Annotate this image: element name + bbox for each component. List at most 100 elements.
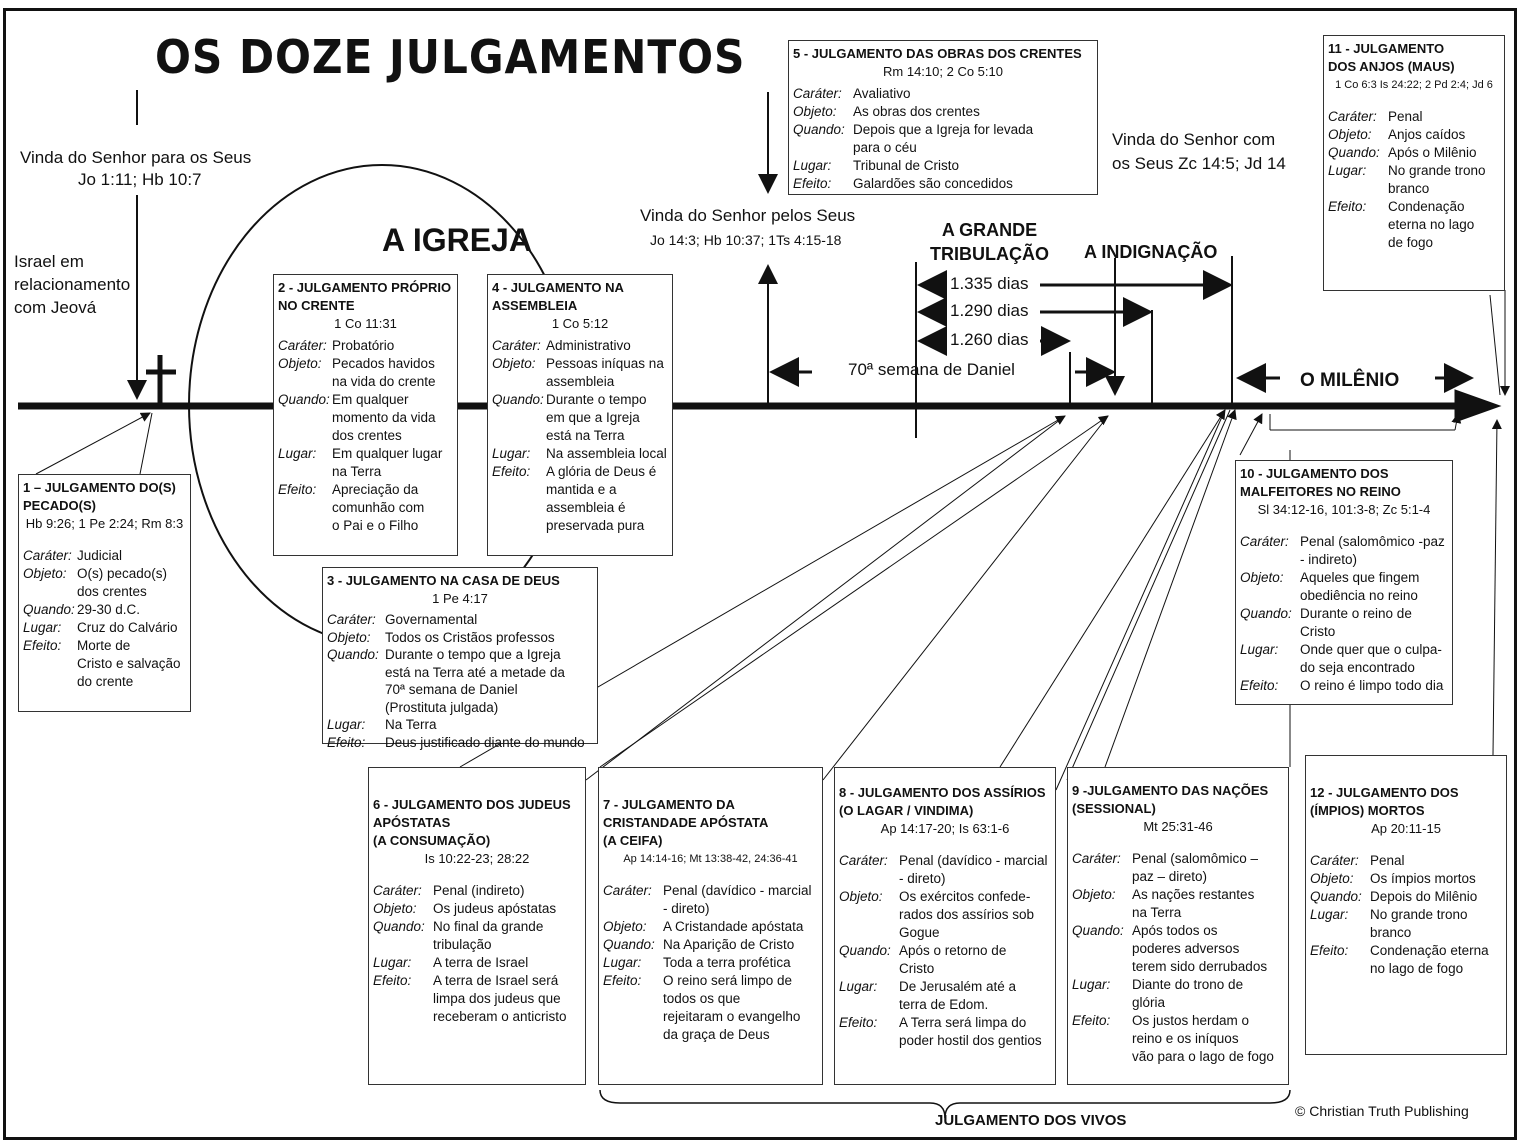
- field-label: Lugar:: [373, 955, 412, 970]
- field-row: Caráter:Penal: [1328, 108, 1500, 126]
- field-value: Durante o tempo que a Igreja está na Ter…: [385, 647, 565, 715]
- field-value: Probatório: [332, 338, 395, 353]
- field-value: Galardões são concedidos: [853, 176, 1013, 191]
- field-value: Toda a terra profética: [663, 955, 791, 970]
- field-value: Diante do trono de glória: [1132, 977, 1244, 1010]
- scripture-reference: Ap 14:17-20; Is 63:1-6: [880, 821, 1010, 836]
- field-value: Pessoas iníquas na assembleia: [546, 356, 664, 389]
- field-value: Penal (indireto): [433, 883, 525, 898]
- field-label: Quando:: [1072, 923, 1124, 938]
- judgment-box-9: 9 -JULGAMENTO DAS NAÇÕES (SESSIONAL)Mt 2…: [1067, 767, 1289, 1085]
- label-vinda-pelos: Vinda do Senhor pelos Seus: [640, 206, 856, 225]
- field-value: Penal: [1370, 853, 1405, 868]
- scripture-reference: 1 Co 5:12: [551, 316, 609, 331]
- field-value: Na Aparição de Cristo: [663, 937, 795, 952]
- field-row: Quando:Depois do Milênio: [1310, 888, 1502, 906]
- label-1290: 1.290 dias: [950, 301, 1029, 320]
- judgment-title: 4 - JULGAMENTO NA ASSEMBLEIA: [492, 280, 624, 313]
- field-row: Quando:29-30 d.C.: [23, 601, 186, 619]
- field-value: O reino é limpo todo dia: [1300, 678, 1444, 693]
- field-row: Caráter:Penal (salomômico – paz – direto…: [1072, 850, 1284, 886]
- field-label: Objeto:: [278, 356, 322, 371]
- field-label: Caráter:: [373, 883, 422, 898]
- field-label: Efeito:: [278, 482, 317, 497]
- field-row: Objeto:As obras dos crentes: [793, 103, 1093, 121]
- field-label: Efeito:: [793, 176, 832, 191]
- field-label: Lugar:: [23, 620, 62, 635]
- field-value: Após o retorno de Cristo: [899, 943, 1007, 976]
- field-value: Condenação eterna no lago de fogo: [1370, 943, 1489, 976]
- field-value: Deus justificado diante do mundo: [385, 734, 585, 750]
- scripture-reference: Sl 34:12-16, 101:3-8; Zc 5:1-4: [1257, 502, 1431, 517]
- field-value: A Terra será limpa do poder hostil dos g…: [899, 1015, 1042, 1048]
- field-label: Quando:: [373, 919, 425, 934]
- judgment-box-10: 10 - JULGAMENTO DOS MALFEITORES NO REINO…: [1235, 460, 1453, 705]
- field-row: Lugar:Onde quer que o culpa- do seja enc…: [1240, 641, 1448, 677]
- field-label: Objeto:: [373, 901, 417, 916]
- field-row: Lugar:Na assembleia local: [492, 445, 668, 463]
- field-value: 29-30 d.C.: [77, 602, 141, 617]
- field-value: Penal (davídico - marcial - direto): [899, 853, 1048, 886]
- field-label: Efeito:: [839, 1015, 878, 1030]
- field-row: Lugar:No grande trono branco: [1310, 906, 1502, 942]
- field-label: Quando:: [1240, 606, 1292, 621]
- field-row: Quando:Durante o tempo em que a Igreja e…: [492, 391, 668, 445]
- field-label: Efeito:: [1240, 678, 1279, 693]
- field-value: Penal (salomômico – paz – direto): [1132, 851, 1259, 884]
- judgment-title: 2 - JULGAMENTO PRÓPRIO NO CRENTE: [278, 280, 452, 313]
- field-row: Efeito:Condenação eterna no lago de fogo: [1310, 942, 1502, 978]
- field-row: Lugar:Toda a terra profética: [603, 954, 818, 972]
- field-value: Durante o reino de Cristo: [1300, 606, 1412, 639]
- scripture-reference: 1 Pe 4:17: [432, 590, 488, 606]
- field-row: Objeto:Os judeus apóstatas: [373, 900, 581, 918]
- field-value: No grande trono branco: [1388, 163, 1486, 196]
- field-label: Caráter:: [839, 853, 888, 868]
- cross-icon: [146, 355, 176, 408]
- field-value: Pecados havidos na vida do crente: [332, 356, 436, 389]
- field-row: Efeito:Os justos herdam o reino e os iní…: [1072, 1012, 1284, 1066]
- field-row: Quando: Durante o reino de Cristo: [1240, 605, 1448, 641]
- judgment-box-6: 6 - JULGAMENTO DOS JUDEUS APÓSTATAS (A C…: [368, 767, 586, 1085]
- field-value: O reino será limpo de todos os que rejei…: [663, 973, 801, 1042]
- field-value: Os ímpios mortos: [1370, 871, 1476, 886]
- field-label: Objeto:: [1072, 887, 1116, 902]
- field-row: Lugar:De Jerusalém até a terra de Edom.: [839, 978, 1051, 1014]
- field-value: Apreciação da comunhão com o Pai e o Fil…: [332, 482, 425, 533]
- label-julgamento-vivos: JULGAMENTO DOS VIVOS: [935, 1112, 1127, 1129]
- field-label: Efeito:: [327, 734, 366, 750]
- field-row: Lugar:Cruz do Calvário: [23, 619, 186, 637]
- field-row: Efeito:Morte de Cristo e salvação do cre…: [23, 637, 186, 691]
- field-label: Objeto:: [1240, 570, 1284, 585]
- field-value: A terra de Israel será limpa dos judeus …: [433, 973, 567, 1024]
- field-row: Objeto:Os exércitos confede- rados dos a…: [839, 888, 1051, 942]
- timeline-arrowhead: [1454, 389, 1502, 423]
- field-row: Lugar:Em qualquer lugar na Terra: [278, 445, 453, 481]
- field-label: Lugar:: [793, 158, 832, 173]
- scripture-reference: Mt 25:31-46: [1143, 819, 1213, 834]
- field-value: O(s) pecado(s) dos crentes: [77, 566, 168, 599]
- field-row: Quando:Após todos os poderes adversos te…: [1072, 922, 1284, 976]
- field-label: Objeto:: [839, 889, 883, 904]
- judgment-title: 6 - JULGAMENTO DOS JUDEUS APÓSTATAS (A C…: [373, 797, 571, 848]
- field-label: Caráter:: [278, 338, 327, 353]
- field-label: Caráter:: [793, 86, 842, 101]
- label-1260: 1.260 dias: [950, 330, 1029, 349]
- field-label: Efeito:: [373, 973, 412, 988]
- field-row: Caráter:Administrativo: [492, 337, 668, 355]
- label-vinda-pelos-ref: Jo 14:3; Hb 10:37; 1Ts 4:15-18: [650, 232, 842, 248]
- field-row: Objeto: O(s) pecado(s) dos crentes: [23, 565, 186, 601]
- field-label: Lugar:: [278, 446, 317, 461]
- field-value: A Cristandade apóstata: [663, 919, 804, 934]
- field-label: Quando:: [839, 943, 891, 958]
- field-label: Caráter:: [603, 883, 652, 898]
- field-label: Objeto:: [793, 104, 837, 119]
- field-label: Objeto:: [1328, 127, 1372, 142]
- field-row: Caráter:Governamental: [327, 611, 593, 629]
- field-label: Objeto:: [23, 566, 67, 581]
- field-row: Objeto:A Cristandade apóstata: [603, 918, 818, 936]
- field-label: Lugar:: [1328, 163, 1367, 178]
- frame: [3, 8, 1517, 1140]
- field-row: Caráter:Judicial: [23, 547, 186, 565]
- field-label: Lugar:: [1240, 642, 1279, 657]
